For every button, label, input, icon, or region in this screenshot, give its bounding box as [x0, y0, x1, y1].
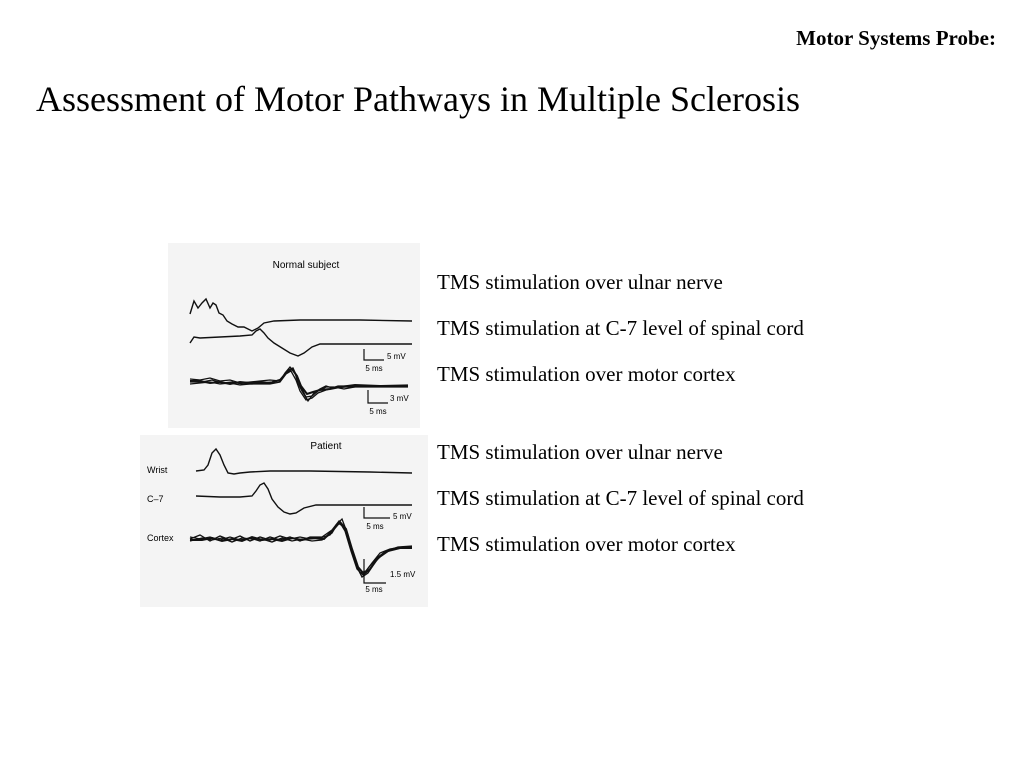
patient-scale-bar-2 [363, 559, 386, 584]
patient-label-c7: C–7 [147, 494, 164, 504]
normal-panel-title: Normal subject [273, 260, 340, 271]
normal-wrist-trace [189, 297, 413, 332]
patient-c7-trace [195, 482, 412, 515]
header-section-label: Motor Systems Probe: [796, 26, 996, 50]
desc-normal-ulnar: TMS stimulation over ulnar nerve [437, 270, 723, 294]
normal-scale-amplitude-2: 3 mV [390, 394, 409, 403]
normal-c7-trace [189, 328, 412, 357]
emg-figure: Normal subject 5 mV 5 ms 3 mV 5 ms Patie… [140, 243, 430, 608]
desc-normal-cortex: TMS stimulation over motor cortex [437, 362, 736, 386]
patient-label-cortex: Cortex [147, 533, 174, 543]
emg-traces-diagram: Normal subject 5 mV 5 ms 3 mV 5 ms Patie… [140, 243, 428, 607]
patient-wrist-trace [195, 447, 413, 475]
normal-descriptions: TMS stimulation over ulnar nerve TMS sti… [437, 271, 804, 409]
desc-patient-cortex: TMS stimulation over motor cortex [437, 532, 736, 556]
patient-cortex-traces [189, 517, 413, 578]
normal-scale-amplitude-1: 5 mV [387, 352, 406, 361]
desc-patient-ulnar: TMS stimulation over ulnar nerve [437, 440, 723, 464]
patient-scale-time-1: 5 ms [366, 522, 383, 531]
normal-scale-bar-2 [367, 390, 388, 404]
patient-scale-time-2: 5 ms [365, 585, 382, 594]
patient-panel-background [140, 435, 428, 607]
desc-normal-c7: TMS stimulation at C-7 level of spinal c… [437, 316, 804, 340]
normal-scale-bar-1 [363, 349, 384, 361]
normal-panel-background [168, 243, 420, 428]
normal-cortex-traces [189, 365, 409, 403]
patient-label-wrist: Wrist [147, 465, 168, 475]
patient-panel-title: Patient [310, 441, 341, 452]
patient-scale-bar-1 [363, 507, 390, 519]
patient-scale-amplitude-2: 1.5 mV [390, 570, 416, 579]
normal-scale-time-2: 5 ms [369, 407, 386, 416]
slide-title: Assessment of Motor Pathways in Multiple… [36, 79, 800, 119]
normal-scale-time-1: 5 ms [365, 364, 382, 373]
desc-patient-c7: TMS stimulation at C-7 level of spinal c… [437, 486, 804, 510]
patient-scale-amplitude-1: 5 mV [393, 512, 412, 521]
patient-descriptions: TMS stimulation over ulnar nerve TMS sti… [437, 441, 804, 579]
